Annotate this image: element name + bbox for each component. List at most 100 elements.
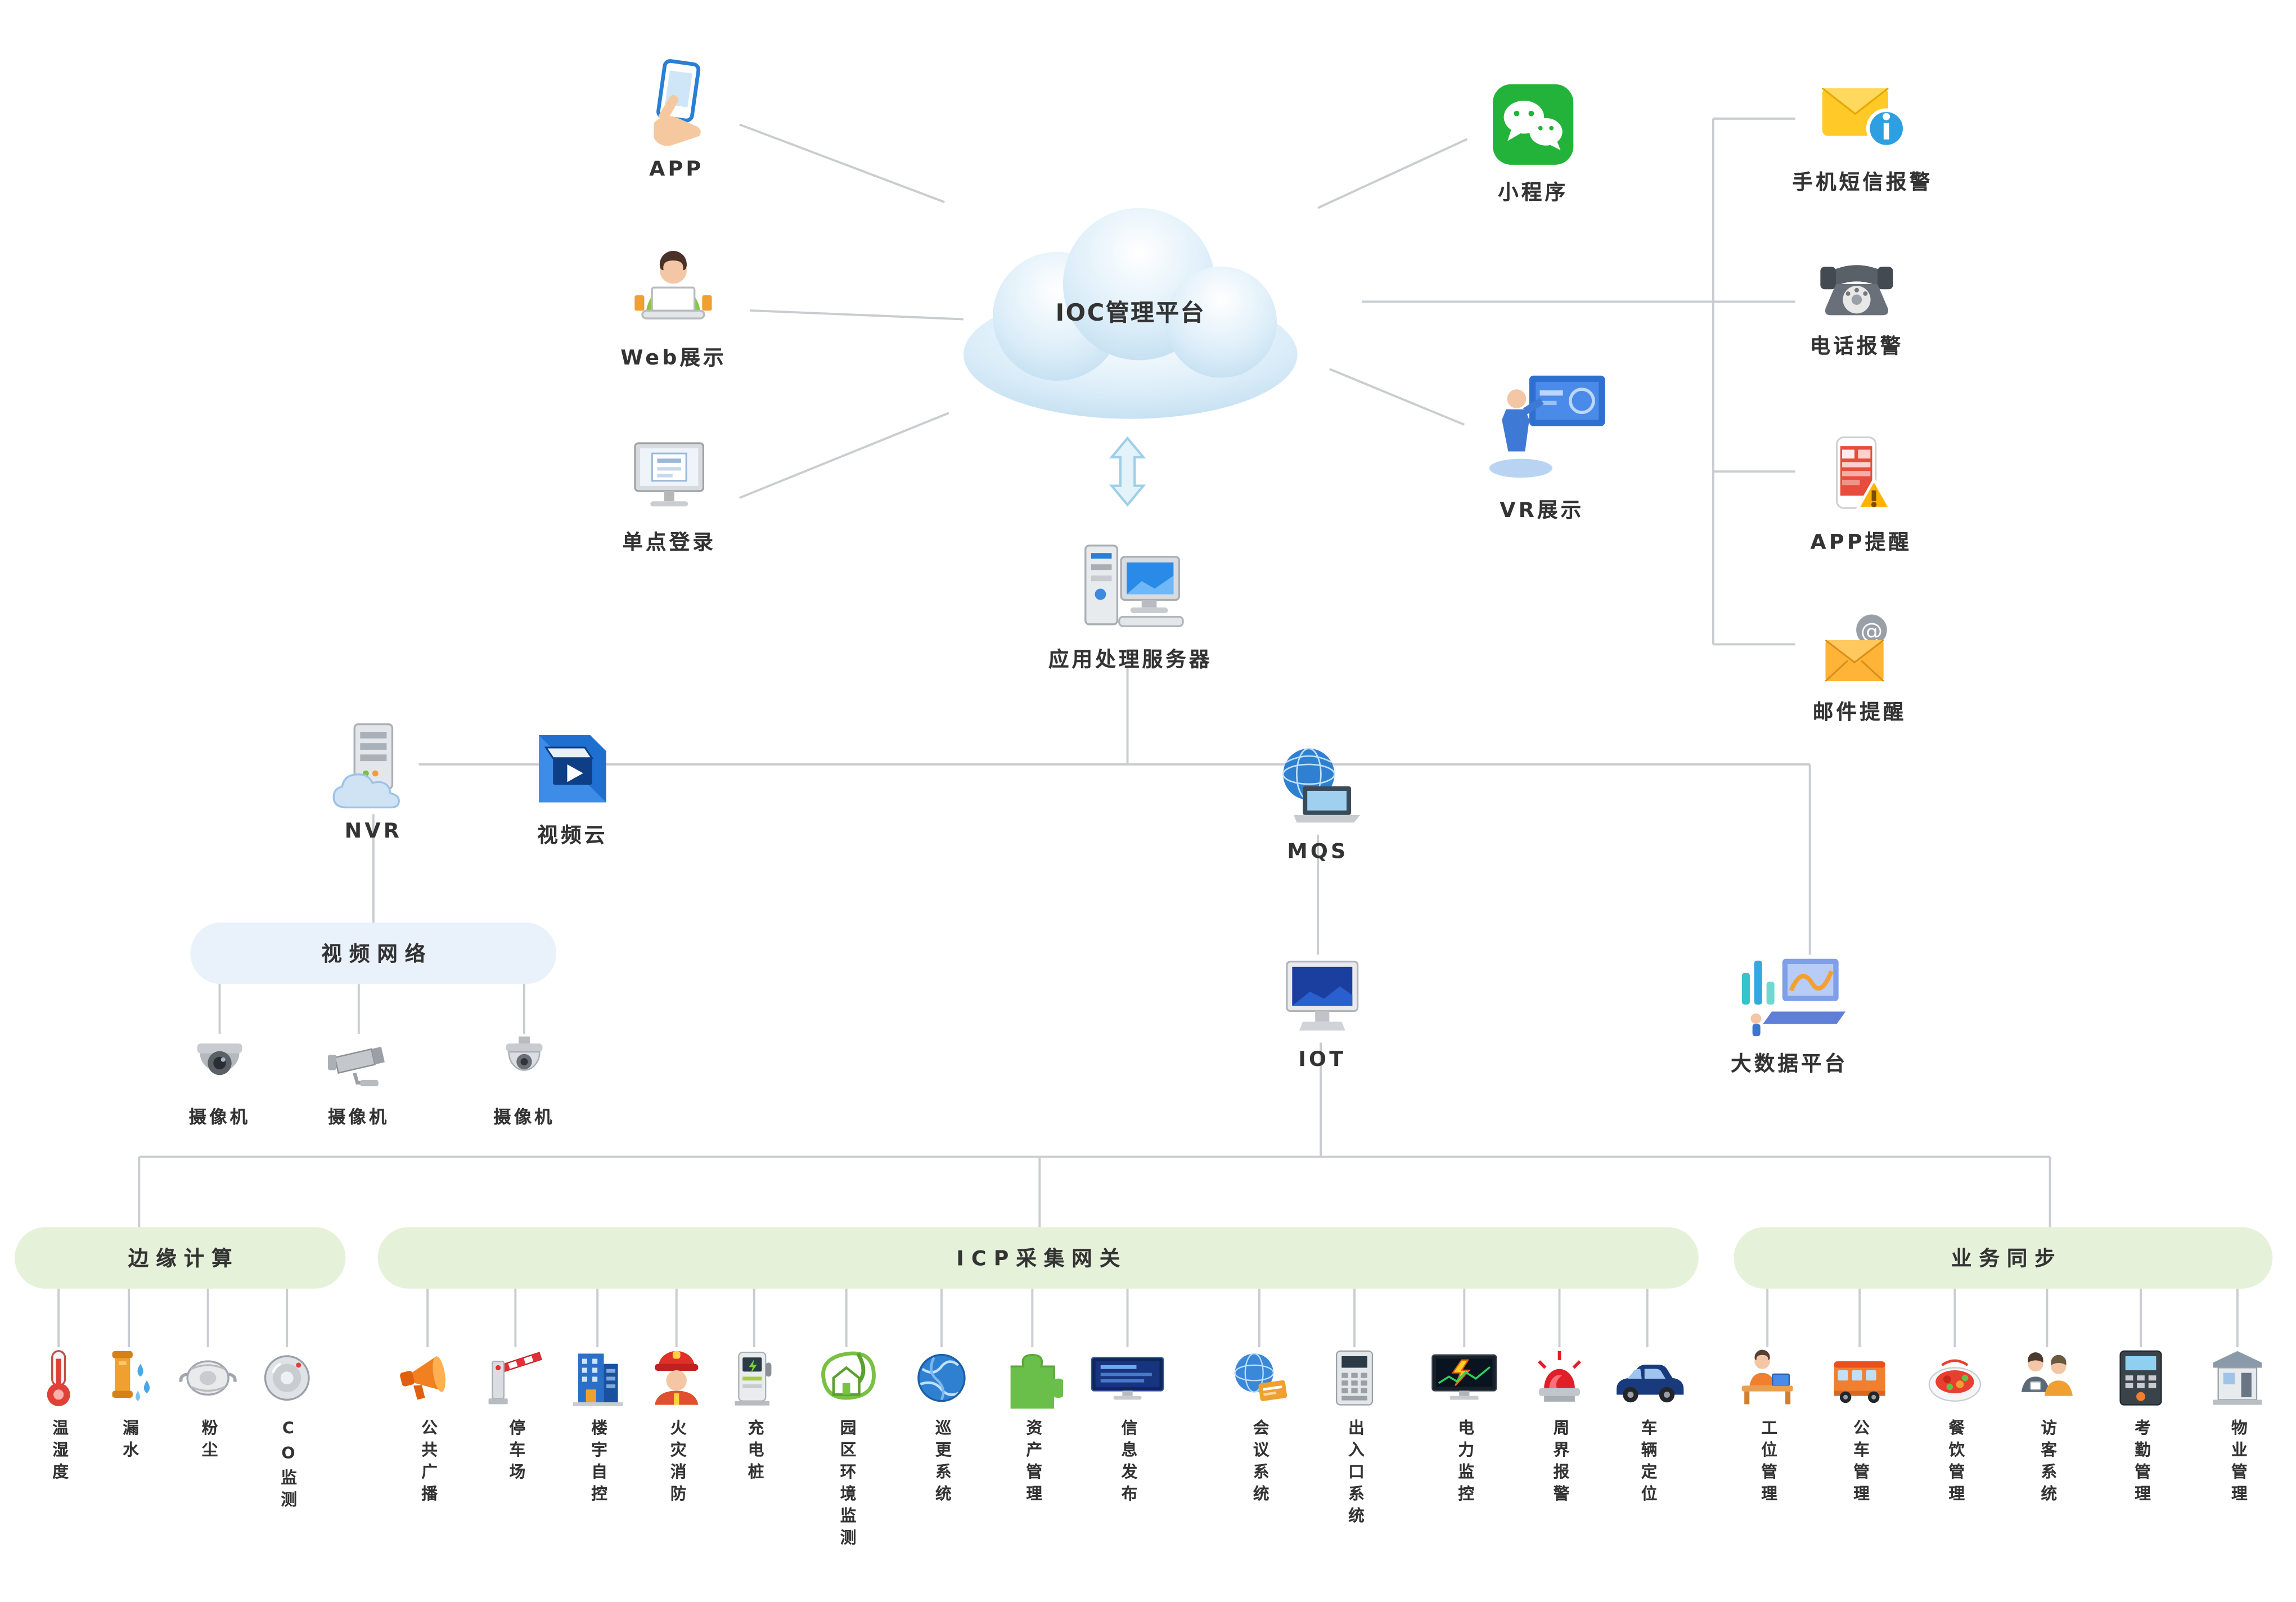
item-label: CO监测 xyxy=(278,1419,298,1513)
nvr-cloud-icon xyxy=(328,721,418,811)
item-label: 停车场 xyxy=(507,1419,526,1485)
node-web-display: Web展示 xyxy=(620,249,727,372)
item-label: 考勤管理 xyxy=(2132,1419,2152,1507)
pill-title: 业务同步 xyxy=(1951,1248,2063,1271)
item-label: 周界报警 xyxy=(1551,1419,1570,1507)
node-label: 应用处理服务器 xyxy=(1048,649,1213,672)
node-label: 摄像机 xyxy=(493,1107,555,1128)
meeting-globe-icon xyxy=(1228,1347,1290,1408)
puzzle-icon xyxy=(1002,1347,1063,1409)
item-entrance-system: 出入口系统 xyxy=(1323,1347,1385,1529)
pill-title: 边缘计算 xyxy=(128,1248,240,1271)
phone-app-icon xyxy=(631,58,722,149)
person-laptop-icon xyxy=(627,249,721,334)
telephone-icon xyxy=(1814,246,1899,322)
pill-title: ICP采集网关 xyxy=(956,1248,1128,1271)
node-label: 单点登录 xyxy=(622,531,717,555)
svg-text:@: @ xyxy=(1861,618,1883,644)
item-label: 工位管理 xyxy=(1759,1419,1779,1507)
item-label: 漏水 xyxy=(120,1419,140,1463)
building-icon xyxy=(566,1347,628,1408)
item-label: 巡更系统 xyxy=(933,1419,952,1507)
node-phone-alert: 电话报警 xyxy=(1810,246,1904,360)
item-label: 园区环境监测 xyxy=(838,1419,857,1551)
pill-title: 视频网络 xyxy=(321,943,433,967)
item-label: 车辆定位 xyxy=(1638,1419,1658,1507)
item-park-environment-monitoring: 园区环境监测 xyxy=(816,1347,877,1551)
item-fire-protection: 火灾消防 xyxy=(646,1347,707,1507)
item-temp-humidity: 温湿度 xyxy=(28,1347,89,1485)
item-perimeter-alarm: 周界报警 xyxy=(1529,1347,1590,1507)
video-network-pill: 视频网络 xyxy=(190,922,557,984)
patrol-globe-icon xyxy=(911,1347,972,1408)
edge-computing-pill: 边缘计算 xyxy=(15,1227,346,1289)
food-plate-icon xyxy=(1924,1347,1986,1408)
app-alert-icon xyxy=(1818,430,1903,518)
item-catering-management: 餐饮管理 xyxy=(1924,1347,1986,1507)
megaphone-icon xyxy=(397,1347,458,1408)
info-screen-icon xyxy=(1087,1347,1169,1408)
node-camera-2: 摄像机 xyxy=(325,1031,393,1129)
monitor-login-icon xyxy=(628,436,710,519)
node-mini-program: 小程序 xyxy=(1489,80,1577,206)
iot-monitor-icon xyxy=(1280,958,1365,1040)
node-label: IOT xyxy=(1298,1048,1347,1072)
item-label: 粉尘 xyxy=(199,1419,219,1463)
node-label: MQS xyxy=(1287,840,1349,864)
node-camera-3: 摄像机 xyxy=(490,1031,558,1129)
alarm-beacon-icon xyxy=(1529,1347,1590,1408)
node-big-data-platform: 大数据平台 xyxy=(1731,952,1848,1078)
item-parking-lot: 停车场 xyxy=(485,1347,546,1485)
video-cloud-icon xyxy=(530,726,615,811)
node-camera-1: 摄像机 xyxy=(186,1031,254,1129)
node-label: 大数据平台 xyxy=(1731,1052,1848,1077)
bus-icon xyxy=(1829,1347,1890,1408)
item-water-leak: 漏水 xyxy=(98,1347,159,1463)
business-sync-pill: 业务同步 xyxy=(1734,1227,2273,1289)
node-sms-alert: 手机短信报警 xyxy=(1792,73,1933,196)
item-visitor-system: 访客系统 xyxy=(2016,1347,2078,1507)
double-arrow-icon xyxy=(1109,430,1147,512)
visitors-icon xyxy=(2016,1347,2078,1408)
vr-presentation-icon xyxy=(1475,366,1610,486)
node-label: 手机短信报警 xyxy=(1792,171,1933,195)
sms-alert-icon xyxy=(1818,73,1907,158)
attendance-device-icon xyxy=(2110,1347,2171,1408)
item-label: 信息发布 xyxy=(1119,1419,1138,1507)
node-label: 摄像机 xyxy=(188,1107,251,1128)
item-power-monitoring: 电力监控 xyxy=(1428,1347,1501,1507)
dome-camera-icon xyxy=(186,1031,254,1096)
item-meeting-system: 会议系统 xyxy=(1228,1347,1290,1507)
node-label: APP提醒 xyxy=(1810,531,1912,555)
firefighter-icon xyxy=(646,1347,707,1408)
node-single-sign-on: 单点登录 xyxy=(622,436,716,556)
mail-alert-icon: @ xyxy=(1818,609,1901,688)
node-label: 小程序 xyxy=(1498,181,1569,205)
ioc-platform-cloud: IOC管理平台 xyxy=(955,202,1306,425)
item-bus-management: 公车管理 xyxy=(1829,1347,1890,1507)
item-label: 物业管理 xyxy=(2229,1419,2248,1507)
keypad-icon xyxy=(1323,1347,1385,1408)
barrier-gate-icon xyxy=(485,1347,546,1408)
node-label: VR展示 xyxy=(1500,499,1584,523)
item-label: 火灾消防 xyxy=(668,1419,687,1507)
thermometer-icon xyxy=(28,1347,89,1408)
item-info-publishing: 信息发布 xyxy=(1087,1347,1169,1507)
water-leak-icon xyxy=(98,1347,159,1408)
bullet-camera-icon xyxy=(325,1031,393,1096)
item-label: 出入口系统 xyxy=(1346,1419,1366,1529)
item-dust: 粉尘 xyxy=(177,1347,238,1463)
item-label: 电力监控 xyxy=(1456,1419,1475,1507)
item-label: 公共广播 xyxy=(419,1419,439,1507)
item-public-broadcast: 公共广播 xyxy=(397,1347,458,1507)
node-label: APP xyxy=(649,158,704,182)
node-label: 摄像机 xyxy=(328,1107,390,1128)
car-icon xyxy=(1609,1347,1685,1408)
node-video-cloud: 视频云 xyxy=(530,726,615,849)
big-data-icon xyxy=(1731,952,1848,1040)
node-app: APP xyxy=(631,58,722,182)
guard-booth-icon xyxy=(2207,1347,2268,1408)
co-detector-icon xyxy=(256,1347,318,1408)
ptz-camera-icon xyxy=(490,1031,558,1096)
